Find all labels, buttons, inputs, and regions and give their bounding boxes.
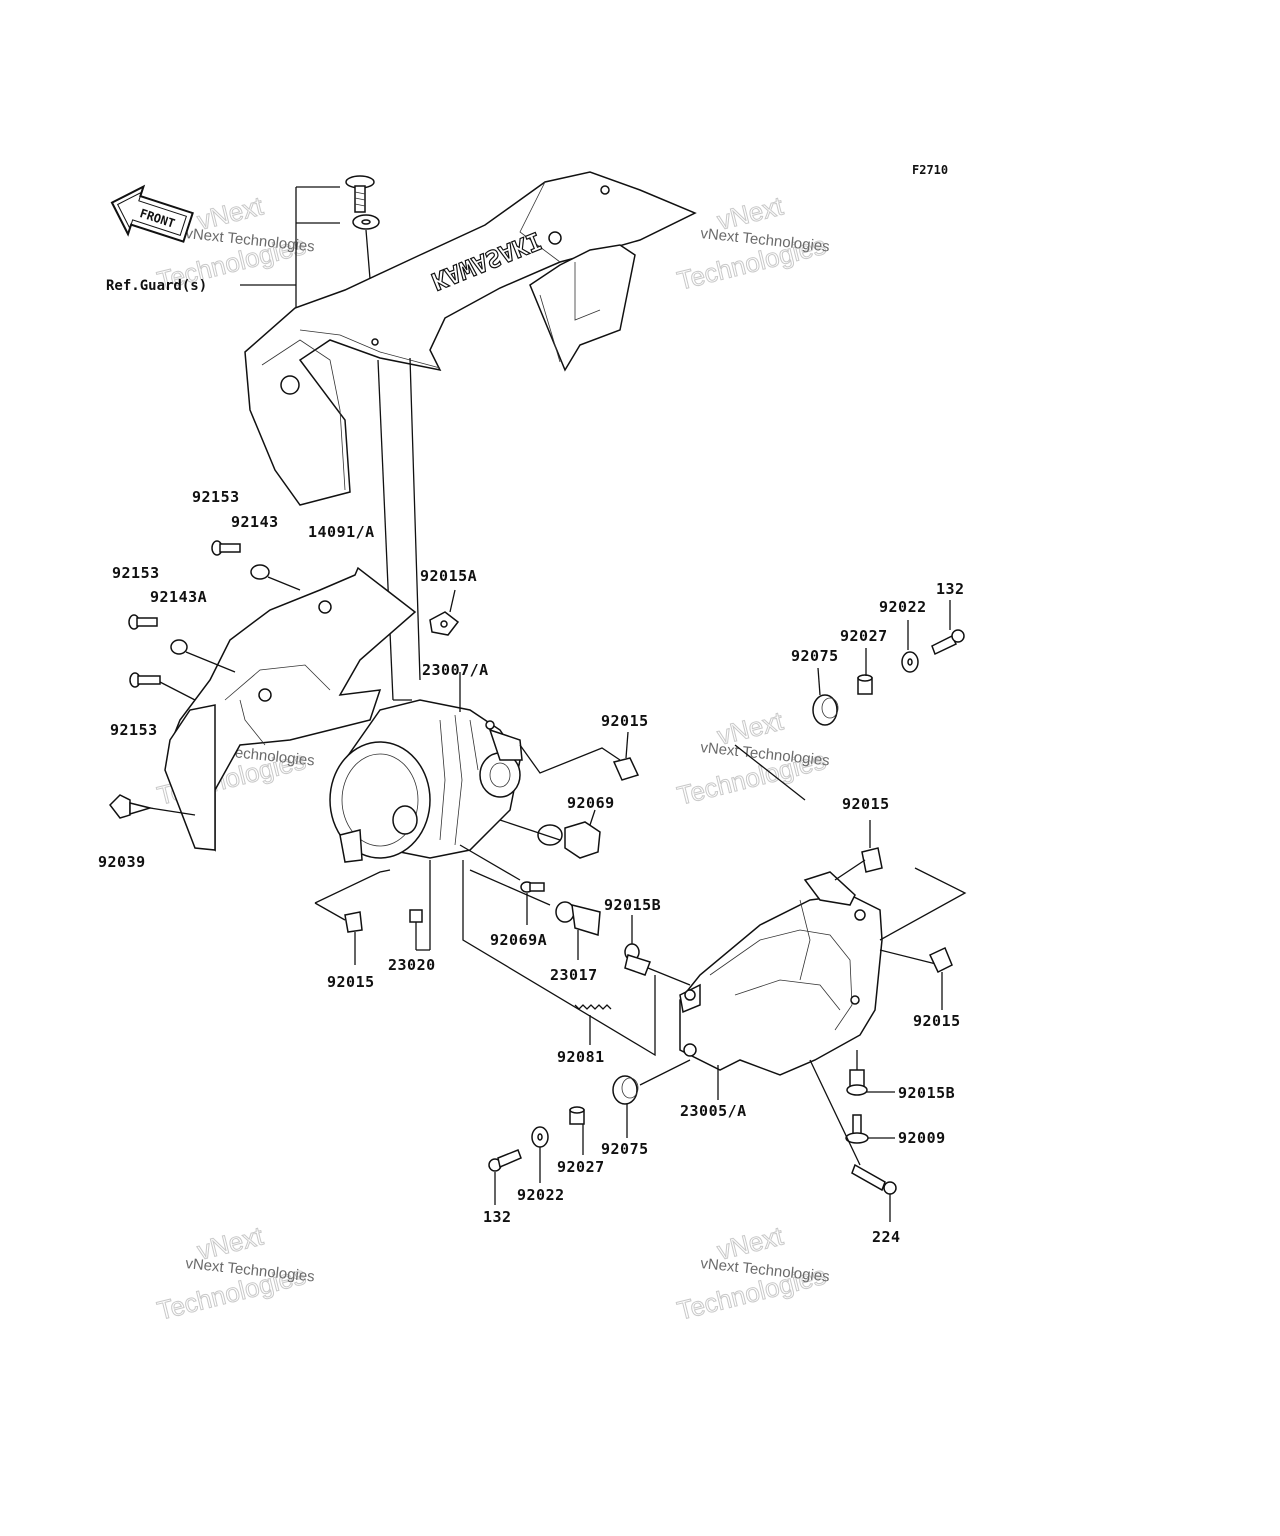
label-92015-b: 92015 <box>327 973 375 991</box>
label-92069: 92069 <box>567 794 615 812</box>
side-bracket <box>164 566 417 852</box>
label-92022-a: 92022 <box>879 598 927 616</box>
label-92143: 92143 <box>231 513 279 531</box>
washer-92143a-icon <box>170 639 188 655</box>
watermark-bottom-left: vNext Technologies vNext Technologies <box>154 1220 316 1326</box>
label-23020: 23020 <box>388 956 436 974</box>
part-labels: 92153 92143 14091/A 92153 92143A 92015A … <box>98 488 965 1246</box>
socket-23017-icon <box>555 901 601 936</box>
screw-92009-icon <box>845 1114 869 1144</box>
grommet-92075-lower-icon <box>612 1075 639 1105</box>
grommet-92075-upper-icon <box>812 694 839 726</box>
label-92143a: 92143A <box>150 588 207 606</box>
screw-92153-low-icon <box>129 672 161 688</box>
guard-washer-icon <box>352 214 380 230</box>
label-92022-b: 92022 <box>517 1186 565 1204</box>
label-92015b-b: 92015B <box>898 1084 955 1102</box>
label-92015a: 92015A <box>420 567 477 585</box>
label-92153-top: 92153 <box>192 488 240 506</box>
label-92015-c: 92015 <box>842 795 890 813</box>
screw-92153-mid-icon <box>128 614 158 630</box>
label-92075-b: 92075 <box>601 1140 649 1158</box>
nut-23020-icon <box>409 909 423 923</box>
label-92069a: 92069A <box>490 931 547 949</box>
washer-92143-icon <box>250 564 270 580</box>
label-92015b-a: 92015B <box>604 896 661 914</box>
label-92015-d: 92015 <box>913 1012 961 1030</box>
figure-code: F2710 <box>912 163 948 177</box>
washer-92022-upper-icon <box>901 651 919 673</box>
bulb-92069-icon <box>537 821 601 859</box>
guard-screw-icon <box>345 175 375 213</box>
label-92015-a: 92015 <box>601 712 649 730</box>
nut-92015-top-icon <box>612 757 640 781</box>
front-arrow-icon: FRONT <box>110 184 194 243</box>
collar-92027-upper-icon <box>857 674 873 695</box>
clip-92039-icon <box>109 794 153 819</box>
label-92027-a: 92027 <box>840 627 888 645</box>
label-132-a: 132 <box>936 580 965 598</box>
label-23007a: 23007/A <box>422 661 489 679</box>
watermark-top-right: vNext Technologies vNext Technologies <box>674 190 831 296</box>
label-92009: 92009 <box>898 1129 946 1147</box>
label-92153-low: 92153 <box>110 721 158 739</box>
bolt-132-lower-icon <box>488 1149 522 1172</box>
grommet-92015b-icon <box>624 943 651 976</box>
nut-92015-upper-right-icon <box>861 847 883 873</box>
collar-92027-lower-icon <box>569 1106 585 1125</box>
label-23005a: 23005/A <box>680 1102 747 1120</box>
label-132-b: 132 <box>483 1208 512 1226</box>
headlight-housing <box>679 871 883 1076</box>
headlight-guard: KAWASAKI <box>244 171 697 506</box>
spring-92081-icon <box>574 1004 612 1010</box>
label-92039: 92039 <box>98 853 146 871</box>
label-92027-b: 92027 <box>557 1158 605 1176</box>
label-224: 224 <box>872 1228 901 1246</box>
screw-92153-top-icon <box>211 540 241 556</box>
ref-guard-label: Ref.Guard(s) <box>106 278 207 294</box>
bolt-132-upper-icon <box>931 629 965 656</box>
grommet-92015b-lower-icon <box>846 1069 868 1096</box>
washer-92022-lower-icon <box>531 1126 549 1148</box>
label-92075-a: 92075 <box>791 647 839 665</box>
headlight-unit <box>329 699 523 863</box>
watermark-bottom-right: vNext Technologies vNext Technologies <box>674 1220 831 1326</box>
bolt-224-icon <box>851 1163 897 1195</box>
label-23017: 23017 <box>550 966 598 984</box>
label-92081: 92081 <box>557 1048 605 1066</box>
label-14091a: 14091/A <box>308 523 375 541</box>
nut-92015-left-icon <box>344 911 363 933</box>
nut-92015a-icon <box>429 611 460 636</box>
label-92153-mid: 92153 <box>112 564 160 582</box>
nut-92015-right-icon <box>929 946 953 974</box>
bulb-92069a-icon <box>520 881 545 893</box>
